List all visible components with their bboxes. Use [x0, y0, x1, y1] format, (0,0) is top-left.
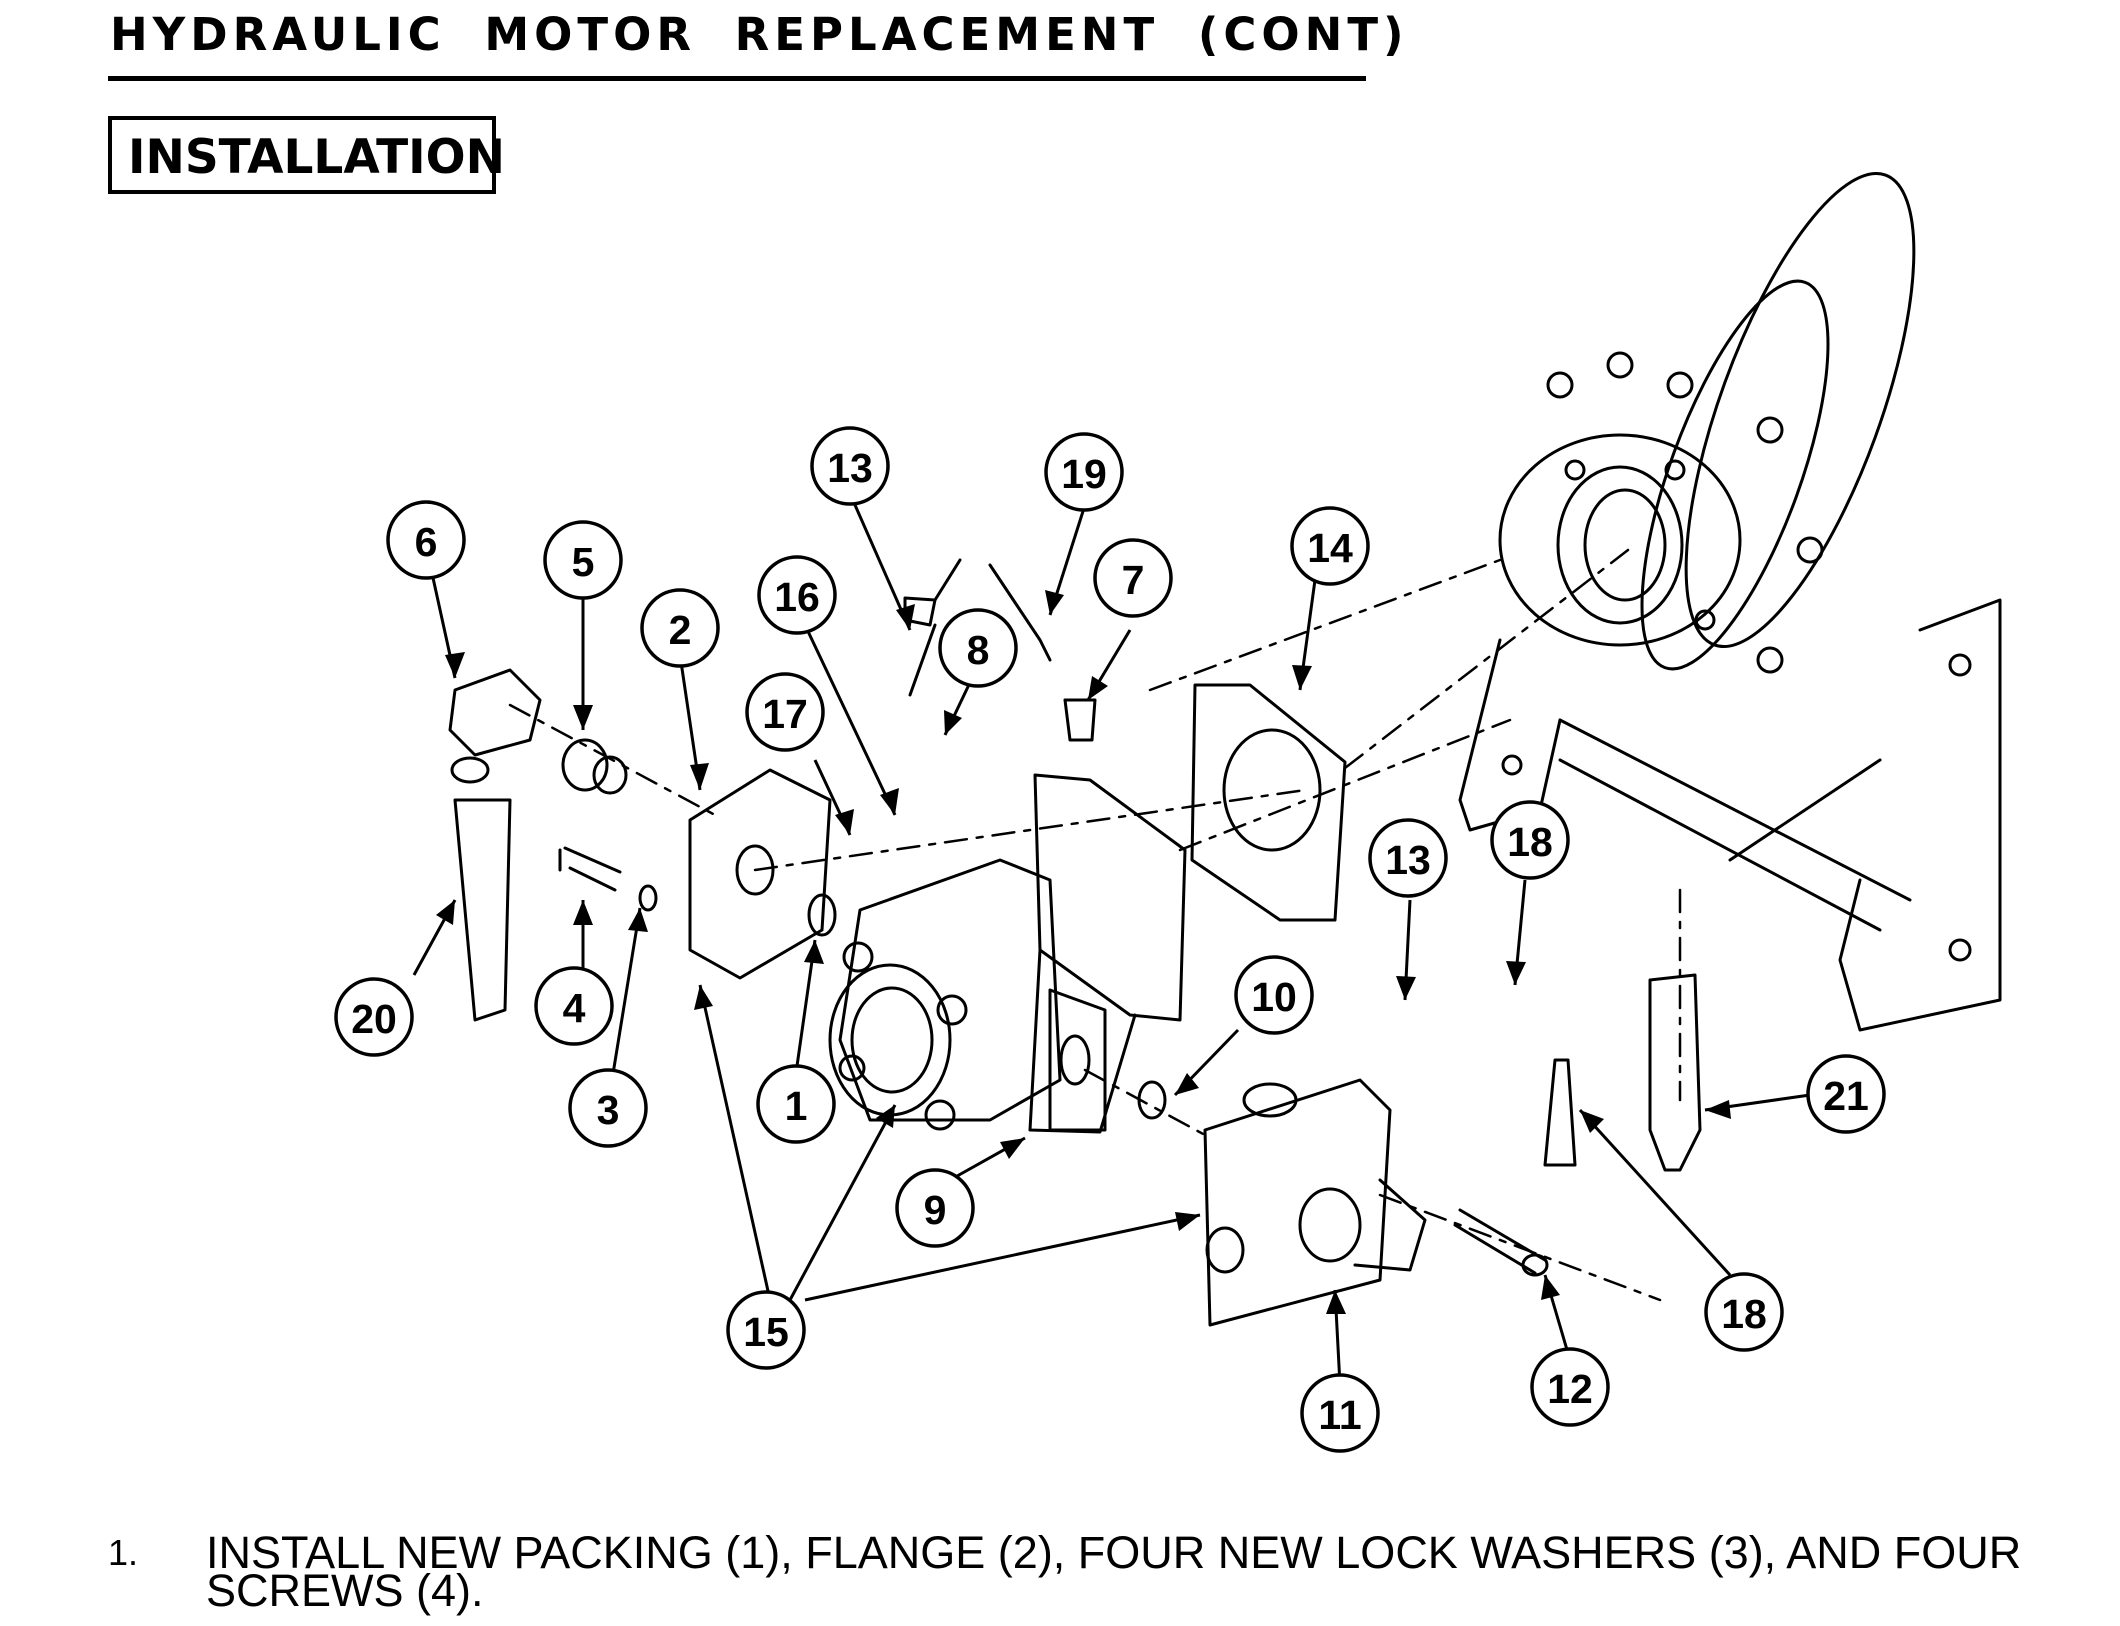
callout-circle [1368, 818, 1448, 898]
callout-label: 8 [967, 627, 990, 673]
callout-circle [1290, 506, 1370, 586]
callout-circle [757, 555, 837, 635]
section-header-box: INSTALLATION [108, 116, 505, 194]
gasket-part [1190, 683, 1347, 922]
fitting [1063, 698, 1097, 742]
step-number: 1. [108, 1532, 139, 1573]
callout-label: 4 [563, 985, 586, 1031]
long-screw [1453, 1208, 1547, 1275]
step-text: INSTALL NEW PACKING (1), FLANGE (2), FOU… [206, 1527, 2022, 1616]
callout-label: 6 [415, 519, 438, 565]
callout-circle [1044, 432, 1124, 512]
callout-label: 7 [1122, 557, 1145, 603]
callout-circle [756, 1064, 836, 1144]
page-title: HYDRAULIC MOTOR REPLACEMENT (CONT) [110, 8, 1409, 61]
flange-part [688, 768, 832, 980]
title-underline [108, 76, 1366, 81]
callout-circle [726, 1290, 806, 1370]
callout-label: 15 [743, 1309, 789, 1355]
callout-label: 10 [1251, 974, 1297, 1020]
packing-ring [807, 893, 837, 937]
callout-label: 5 [572, 539, 595, 585]
sender-unit [1648, 973, 1702, 1172]
callout-label: 11 [1318, 1392, 1361, 1438]
callout-circle [640, 588, 720, 668]
callout-circle [1300, 1373, 1380, 1453]
callout-label: 1 [785, 1083, 808, 1129]
elbow-fitting [448, 668, 542, 784]
callout-label: 17 [762, 691, 808, 737]
callout-label: 13 [827, 445, 873, 491]
callout-circle [1530, 1347, 1610, 1427]
callout-label: 9 [924, 1187, 947, 1233]
tube [1543, 1058, 1577, 1167]
callout-circle [1806, 1054, 1886, 1134]
screw [558, 846, 622, 892]
hydraulic-motor-body [828, 773, 1187, 1134]
callout-label: 18 [1507, 819, 1553, 865]
callout-label: 20 [351, 996, 397, 1042]
callout-label: 3 [597, 1087, 620, 1133]
callout-circle [534, 966, 614, 1046]
callout-circle [810, 426, 890, 506]
callout-circle [895, 1168, 975, 1248]
callout-label: 2 [669, 607, 692, 653]
callout-circle [568, 1068, 648, 1148]
callout-circle [543, 520, 623, 600]
callout-circle [334, 977, 414, 1057]
callout-circle [1093, 538, 1173, 618]
callout-label: 19 [1061, 451, 1107, 497]
screw-head [1521, 1253, 1549, 1277]
callout-label: 13 [1385, 837, 1431, 883]
hose [453, 798, 512, 1022]
callout-circle [386, 500, 466, 580]
gearbox-housing [1458, 171, 2002, 1032]
callout-circle [1704, 1272, 1784, 1352]
callout-circle [1490, 800, 1570, 880]
section-label: INSTALLATION [128, 130, 505, 185]
callout-circle [938, 608, 1018, 688]
callout-label: 14 [1307, 525, 1353, 571]
lock-washer [638, 884, 658, 912]
leader-arrowheads [436, 590, 1731, 1314]
callout-circle [1234, 955, 1314, 1035]
adapter-fitting [561, 738, 628, 795]
callout-label: 16 [774, 574, 820, 620]
tube [908, 558, 962, 697]
callout-label: 18 [1721, 1291, 1767, 1337]
valve-block [1203, 1078, 1427, 1327]
tube [988, 563, 1052, 662]
callout-label: 21 [1823, 1073, 1869, 1119]
callout-label: 12 [1547, 1366, 1593, 1412]
callout-circle [745, 672, 825, 752]
